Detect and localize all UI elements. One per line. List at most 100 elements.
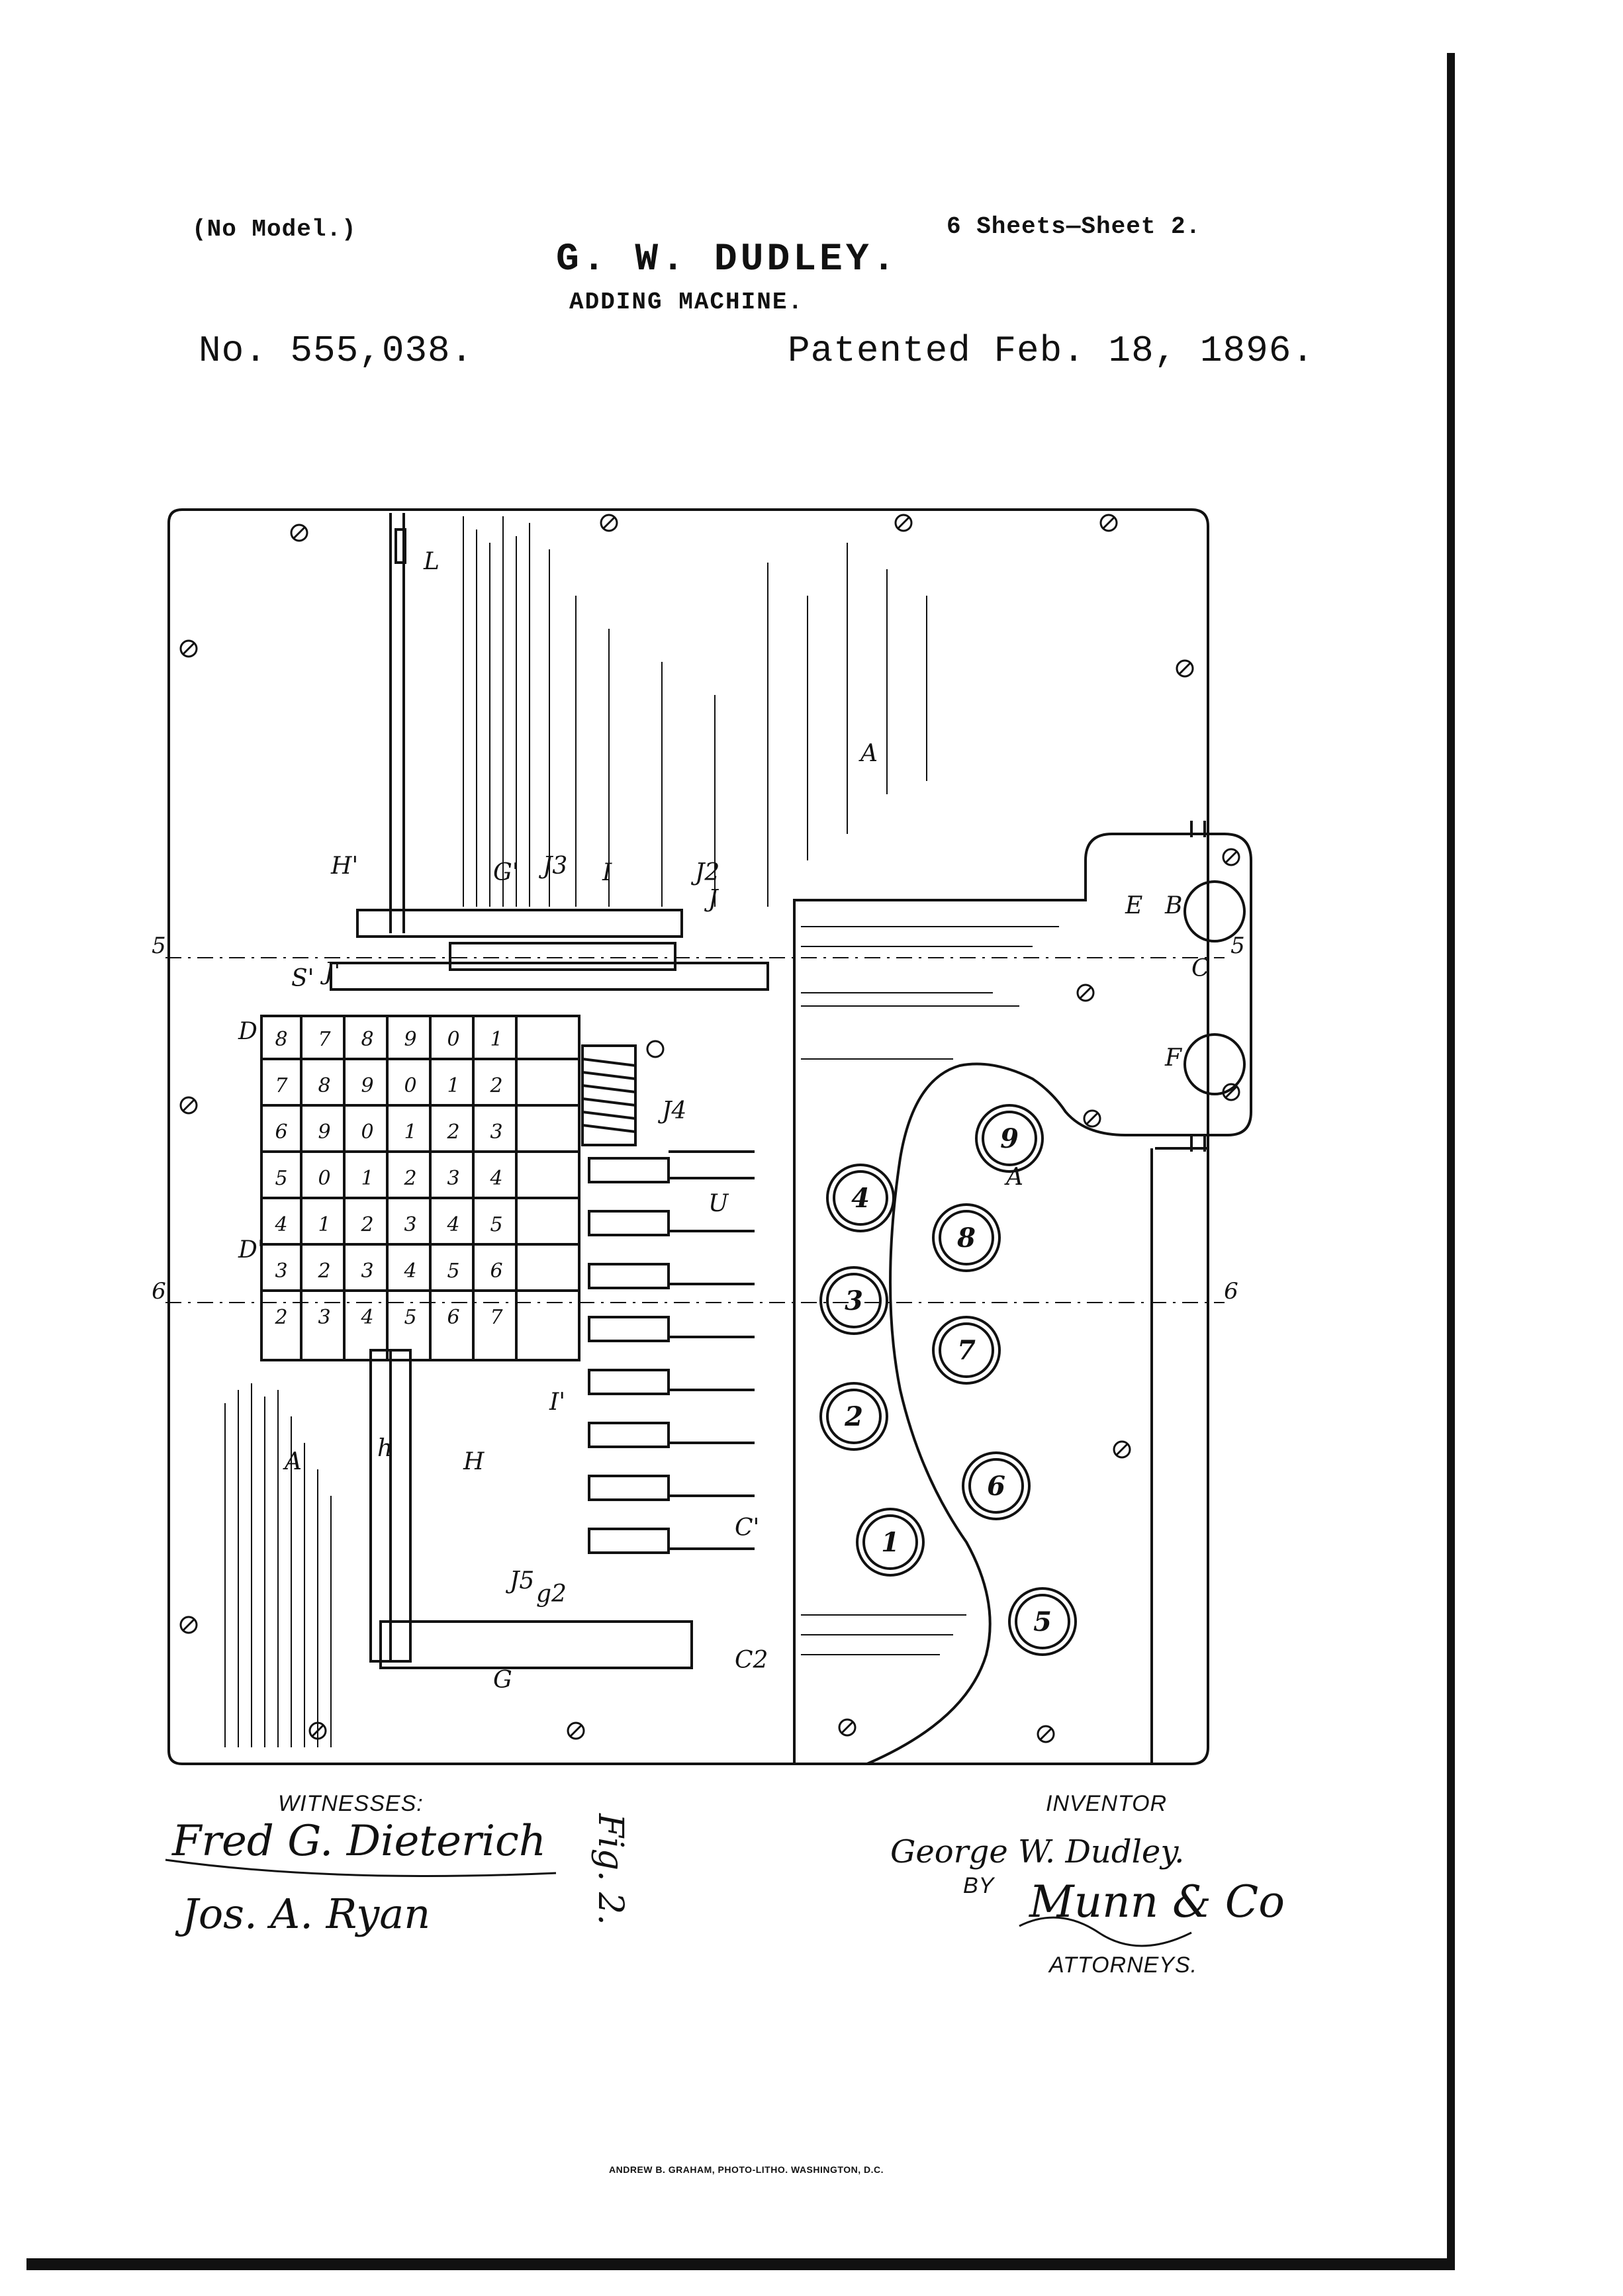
key-label-8: 8 [956,1222,976,1254]
ref-I-prime: I' [549,1389,565,1416]
svg-text:3: 3 [490,1121,502,1144]
ref-J5: J5 [505,1567,534,1594]
section-mark-5-right: 5 [1230,933,1245,959]
inventor-label: INVENTOR [1046,1791,1168,1816]
ref-D: D [238,1018,257,1045]
key-label-5: 5 [1033,1606,1052,1637]
svg-text:5: 5 [447,1260,459,1283]
ref-J-prime: J' [320,958,340,986]
ref-A-3: A [1004,1164,1023,1191]
ref-B: B [1164,892,1182,919]
svg-text:0: 0 [404,1074,416,1097]
svg-text:2: 2 [403,1167,416,1190]
svg-text:4: 4 [360,1306,373,1329]
ref-E: E [1125,892,1142,919]
ref-C: C [1191,955,1210,982]
inventor-signature: George W. Dudley. [890,1833,1185,1870]
ref-A-1: A [858,740,878,767]
witnesses-label: WITNESSES: [278,1791,424,1816]
ref-J2: J2 [690,859,719,886]
attorney-signature: Munn & Co [1029,1876,1285,1927]
svg-text:2: 2 [360,1213,373,1236]
ref-J4: J4 [657,1097,686,1125]
ref-L: L [423,548,440,575]
svg-text:3: 3 [361,1260,373,1283]
svg-text:7: 7 [490,1306,503,1329]
sheet-info: 6 Sheets—Sheet 2. [947,213,1201,240]
svg-text:1: 1 [404,1121,416,1144]
witness-1-signature: Fred G. Dieterich [172,1817,547,1866]
svg-text:1: 1 [447,1074,459,1097]
svg-text:8: 8 [275,1028,287,1051]
ref-g2: g2 [536,1581,567,1608]
ref-G-prime: G' [493,859,519,886]
ref-H: H [463,1448,485,1475]
svg-text:3: 3 [447,1167,459,1190]
ref-D-prime: D' [238,1236,264,1263]
figure-label: Fig. 2. [590,1813,630,1925]
key-label-7: 7 [957,1335,976,1366]
document-title: ADDING MACHINE. [569,289,804,316]
svg-text:4: 4 [403,1260,416,1283]
svg-text:2: 2 [317,1260,330,1283]
svg-text:9: 9 [361,1074,373,1097]
svg-text:7: 7 [318,1028,331,1051]
ref-J3: J3 [538,852,567,880]
model-note: (No Model.) [192,216,357,243]
svg-text:3: 3 [275,1260,287,1283]
svg-text:8: 8 [361,1028,373,1051]
svg-text:3: 3 [318,1306,330,1329]
svg-text:4: 4 [489,1167,502,1190]
ref-I: I [602,859,612,886]
by-label: BY [963,1873,995,1898]
svg-text:8: 8 [318,1074,330,1097]
attorneys-label: ATTORNEYS. [1049,1952,1198,1978]
svg-text:1: 1 [361,1167,373,1190]
key-label-3: 3 [845,1285,863,1316]
svg-text:4: 4 [446,1213,459,1236]
key-label-6: 6 [987,1471,1005,1502]
svg-text:5: 5 [490,1213,502,1236]
ref-S-prime: S' [291,965,314,992]
page-border-right [1447,53,1455,2270]
key-label-2: 2 [844,1401,863,1432]
svg-text:0: 0 [318,1167,330,1190]
svg-text:2: 2 [274,1306,287,1329]
key-label-4: 4 [851,1183,870,1214]
svg-text:0: 0 [447,1028,459,1051]
witness-2-signature: Jos. A. Ryan [182,1890,431,1938]
key-label-9: 9 [1000,1123,1019,1154]
ref-h: h [377,1435,393,1462]
page-border-bottom [26,2258,1455,2270]
svg-text:6: 6 [490,1260,502,1283]
svg-text:2: 2 [489,1074,502,1097]
svg-text:1: 1 [318,1213,330,1236]
svg-text:7: 7 [275,1074,288,1097]
ref-U: U [708,1190,729,1217]
ref-H-prime: H' [330,852,358,880]
ref-J: J [704,886,719,913]
svg-text:4: 4 [274,1213,287,1236]
patent-date: Patented Feb. 18, 1896. [788,330,1315,372]
ref-G: G [493,1667,512,1694]
svg-text:5: 5 [404,1306,416,1329]
svg-text:9: 9 [404,1028,416,1051]
svg-text:6: 6 [275,1121,287,1144]
ref-A-2: A [283,1448,302,1475]
ref-C-prime: C' [735,1514,759,1541]
svg-text:6: 6 [447,1306,459,1329]
ref-F: F [1164,1044,1183,1072]
ref-C2: C2 [735,1647,768,1674]
svg-text:1: 1 [490,1028,502,1051]
section-mark-5-left: 5 [152,933,166,959]
key-label-1: 1 [881,1527,900,1558]
section-mark-6-right: 6 [1224,1278,1238,1305]
section-mark-6-left: 6 [152,1278,166,1305]
svg-text:9: 9 [318,1121,330,1144]
svg-text:0: 0 [361,1121,373,1144]
patent-number: No. 555,038. [199,330,474,372]
inventor-name: G. W. DUDLEY. [556,238,899,281]
svg-text:3: 3 [404,1213,416,1236]
lithographer-credit: ANDREW B. GRAHAM, PHOTO-LITHO. WASHINGTO… [609,2164,884,2175]
